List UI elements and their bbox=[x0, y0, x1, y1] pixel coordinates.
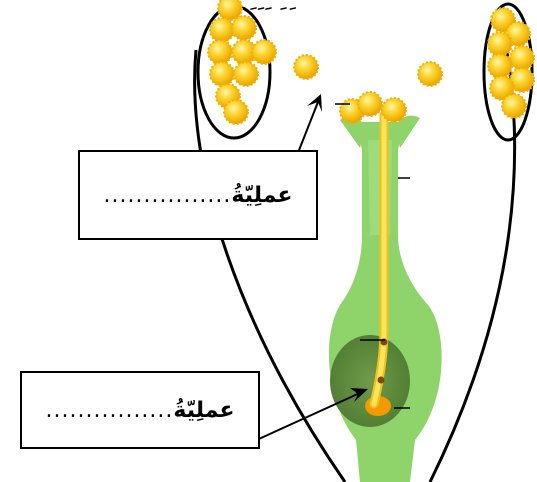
pollen-grain-icon bbox=[418, 62, 442, 86]
blank-line: ................ bbox=[104, 183, 232, 208]
process-label-box-fertilization: عملِيّةُ................ bbox=[20, 371, 260, 449]
pollen-grain-icon bbox=[358, 92, 382, 116]
header-text: ِ ِ َ ِ ِ ِ bbox=[0, 0, 537, 16]
process-label-word: عملِيّةُ bbox=[231, 183, 292, 208]
blank-line: ................ bbox=[46, 398, 174, 423]
pollen-grain-icon bbox=[382, 98, 406, 122]
process-label-box-pollination: عملِيّةُ................ bbox=[78, 150, 318, 240]
process-label-word: عملِيّةُ bbox=[173, 398, 234, 423]
sperm-nucleus bbox=[378, 377, 385, 384]
pollen-grain-icon bbox=[294, 55, 318, 79]
pollen-cluster-right bbox=[488, 8, 534, 118]
